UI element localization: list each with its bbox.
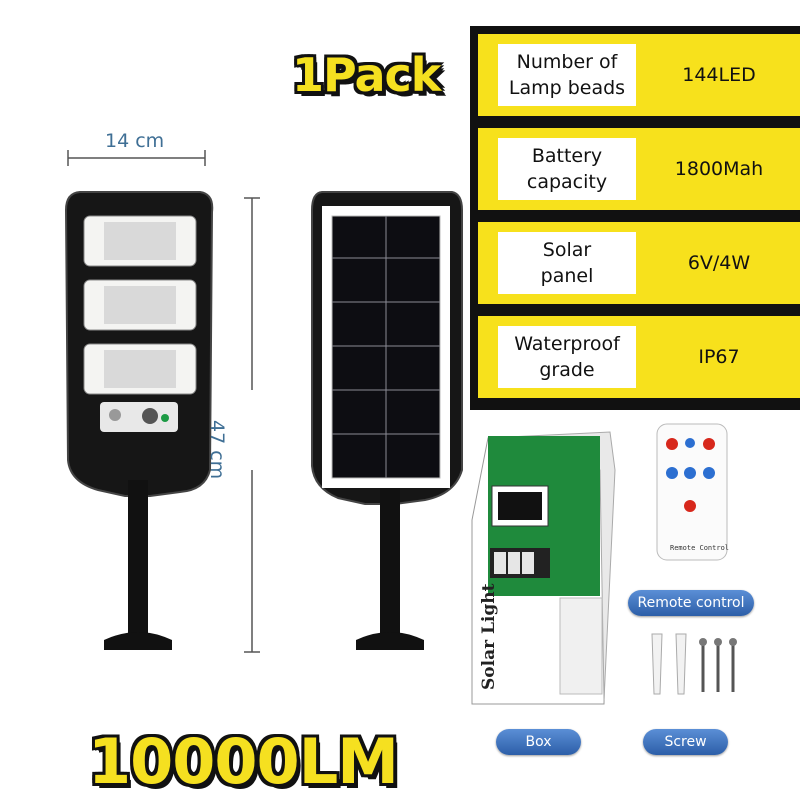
box-brand-text: Solar Light bbox=[479, 583, 499, 690]
box-label: Box bbox=[496, 729, 581, 755]
lamp-front bbox=[64, 191, 214, 650]
spec-row-waterproof-grade: Waterproof grade IP67 bbox=[478, 316, 800, 398]
width-dimension-label: 14 cm bbox=[105, 130, 165, 152]
spec-label: Battery capacity bbox=[498, 138, 636, 200]
spec-label: Solar panel bbox=[498, 232, 636, 294]
height-dimension-line bbox=[244, 197, 260, 653]
spec-label: Number of Lamp beads bbox=[498, 44, 636, 106]
spec-row-battery-capacity: Battery capacity 1800Mah bbox=[478, 128, 800, 210]
spec-table: Number of Lamp beads 144LED Battery capa… bbox=[470, 26, 800, 410]
remote-control-image: Remote Control bbox=[656, 423, 729, 561]
screw-label: Screw bbox=[643, 729, 728, 755]
spec-row-lamp-beads: Number of Lamp beads 144LED bbox=[478, 34, 800, 116]
brightness-headline: 10000LM bbox=[88, 725, 399, 798]
product-box-image: Solar Light bbox=[471, 431, 616, 705]
width-dimension-line bbox=[67, 150, 206, 166]
remote-control-label: Remote control bbox=[628, 590, 754, 616]
pack-headline: 1Pack bbox=[292, 48, 441, 102]
spec-label: Waterproof grade bbox=[498, 326, 636, 388]
spec-value: 6V/4W bbox=[687, 252, 751, 274]
spec-row-solar-panel: Solar panel 6V/4W bbox=[478, 222, 800, 304]
spec-value: 1800Mah bbox=[674, 158, 764, 180]
spec-value: IP67 bbox=[698, 346, 740, 368]
height-dimension-label: 47 cm bbox=[206, 420, 228, 480]
lamp-back-solar-panel bbox=[311, 191, 463, 650]
spec-value: 144LED bbox=[682, 64, 756, 86]
remote-caption: Remote Control bbox=[670, 544, 729, 552]
screws-image bbox=[651, 633, 737, 695]
